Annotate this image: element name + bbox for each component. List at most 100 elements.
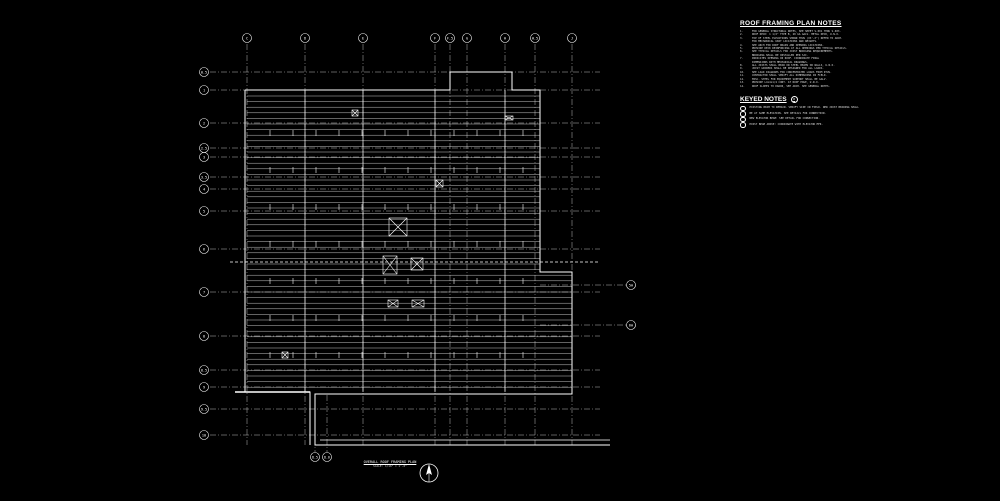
- note-number: 1.: [740, 30, 744, 33]
- grid-bubble: [199, 244, 209, 254]
- keyed-note-item: HOIST BEAM ABOVE: COORDINATE WITH ELEVAT…: [740, 122, 990, 128]
- building-outline: [235, 71, 610, 446]
- grid-lines: [210, 44, 626, 452]
- grid-bubble: [199, 118, 209, 128]
- opening-diagonal: [382, 255, 398, 275]
- note-number: 12.: [740, 77, 745, 81]
- grid-label: D.6: [324, 455, 330, 459]
- grid-bubble: [199, 67, 209, 77]
- roof-framing-notes-title: ROOF FRAMING PLAN NOTES: [740, 20, 842, 27]
- grid-label: J: [571, 37, 573, 41]
- drawing-title: OVERALL ROOF FRAMING PLAN: [363, 460, 417, 464]
- roof-opening: [351, 109, 359, 117]
- opening-diagonal: [504, 115, 514, 121]
- grid-label: 0.5: [201, 70, 207, 74]
- note-number: 4.: [740, 43, 744, 47]
- keyed-note-bullet-icon: [740, 116, 746, 123]
- note-item: DIMENSIONS WITH MECHANICAL DRAWINGS.: [740, 61, 990, 64]
- note-item: 12. MISC. STEEL FOR EQUIPMENT SUPPORT SHA…: [740, 78, 990, 81]
- note-text: SEE LOAD DIAGRAMS FOR CONCENTRATED LOADS…: [752, 70, 832, 74]
- grid-label: H.5: [532, 37, 538, 41]
- grid-label: 3.5: [201, 175, 207, 179]
- grid-bubble: [567, 33, 577, 43]
- note-number: 7.: [740, 57, 744, 61]
- grid-bubble: [199, 331, 209, 341]
- keyed-note-bullet-icon: [740, 111, 746, 117]
- note-number: 10.: [740, 70, 745, 74]
- grid-bubble: [358, 33, 368, 43]
- grid-label: E: [362, 37, 364, 41]
- notes-panel: ROOF FRAMING PLAN NOTES 1. FOR GENERAL ST…: [740, 20, 990, 128]
- grid-label: 6: [203, 247, 205, 251]
- grid-label: 3: [203, 155, 205, 159]
- roof-opening: [387, 299, 399, 308]
- grid-label: 9: [203, 385, 205, 389]
- keyed-note-text: NEW ELEVATOR BEAM: SEE DETAIL FOR CONNEC…: [749, 117, 820, 121]
- note-item: 13.PROVIDE L4x4x1/4 CONT. AT ROOF EDGE, …: [740, 81, 990, 84]
- grid-bubble: [300, 33, 310, 43]
- keyed-notes-title: KEYED NOTES #: [740, 95, 990, 103]
- note-item: 9.JOIST GIRDERS SHALL BE DESIGNED FOR AL…: [740, 67, 990, 70]
- keyed-note-item: NEW ELEVATOR BEAM: SEE DETAIL FOR CONNEC…: [740, 116, 990, 123]
- opening-diagonal: [435, 179, 444, 188]
- note-number: 13.: [740, 81, 745, 85]
- grid-bubble: [199, 430, 209, 440]
- note-item: 4.SEE ARCH FOR ROOF DRAIN AND OPENING LO…: [740, 44, 990, 47]
- grid-bubble: [199, 382, 209, 392]
- grid-bubble: [626, 320, 636, 330]
- opening-diagonal: [410, 257, 424, 271]
- note-item: 3. TOP OF STEEL ELEVATIONS SHOWN THUS (XX…: [740, 37, 990, 40]
- note-text: MISC. STEEL FOR EQUIPMENT SUPPORT SHALL …: [752, 77, 827, 81]
- opening-diagonal: [411, 299, 425, 308]
- opening-diagonal: [351, 109, 359, 117]
- grid-label: 5A: [629, 283, 634, 287]
- keyed-notes-title-text: KEYED NOTES: [740, 95, 787, 103]
- note-item: 7.INDICATES OPENING IN ROOF. COORDINATE …: [740, 57, 990, 60]
- grid-bubble: [199, 152, 209, 162]
- grid-bubble: [430, 33, 440, 43]
- roof-opening: [411, 299, 425, 308]
- note-number: 2.: [740, 33, 744, 37]
- grid-bubble: [199, 206, 209, 216]
- grid-label: 4: [203, 187, 205, 191]
- opening-diagonal: [388, 217, 408, 237]
- grid-bubble: [199, 172, 209, 182]
- note-text: DIMENSIONS WITH MECHANICAL DRAWINGS.: [752, 60, 809, 64]
- note-item: 11.CONTRACTOR SHALL VERIFY ALL DIMENSION…: [740, 74, 990, 77]
- note-text: TOP OF STEEL ELEVATIONS SHOWN THUS (XX'-…: [752, 36, 843, 40]
- grid-label: 2: [203, 121, 205, 125]
- note-text: ALL JOISTS SHALL BEAR ON STEEL BEAMS OR …: [752, 64, 835, 68]
- grid-label: 5: [203, 209, 205, 213]
- note-number: 3.: [740, 36, 744, 40]
- grid-bubble: [199, 184, 209, 194]
- note-text: FOR GENERAL STRUCTURAL NOTES, SEE SHEET …: [752, 30, 842, 33]
- keyed-note-item: EXISTING BEAM TO REMAIN. VERIFY SIZE IN …: [740, 105, 990, 112]
- note-text: ROOF DECK: 1 1/2" TYPE B, 20 GA GALV. ME…: [752, 33, 840, 37]
- opening-diagonal: [387, 299, 399, 308]
- grid-label: 6A: [629, 323, 634, 327]
- keyed-note-bullet-icon: [740, 105, 746, 112]
- keyed-note-text: HOIST BEAM ABOVE: COORDINATE WITH ELEVAT…: [749, 122, 823, 126]
- keyed-note-bullet-icon: [740, 122, 746, 128]
- grid-label: 8.5: [201, 368, 207, 372]
- roof-opening: [410, 257, 424, 271]
- note-text: CONTRACTOR SHALL VERIFY ALL DIMENSIONS I…: [752, 74, 827, 78]
- grid-label: 2.5: [201, 146, 207, 150]
- keyed-note-text: BE AT SAME ELEVATION. SEE DETAILS FOR CO…: [749, 111, 827, 115]
- note-item: 1. FOR GENERAL STRUCTURAL NOTES, SEE SHEE…: [740, 30, 990, 33]
- grid-bubble: [242, 33, 252, 43]
- keyed-note-symbol-icon: #: [790, 95, 798, 103]
- note-text: BRIDGING SHALL BE INSTALLED PER SJI.: [752, 53, 809, 57]
- grid-bubble: [530, 33, 540, 43]
- drawing-scale: SCALE: 1/16" = 1'-0": [373, 464, 407, 468]
- grid-label: H: [504, 37, 506, 41]
- opening-diagonal: [281, 351, 289, 359]
- grid-bubble: [626, 280, 636, 290]
- note-number: 9.: [740, 67, 744, 71]
- note-text: SEE TYPICAL DETAILS FOR JOIST BRIDGING R…: [752, 50, 834, 54]
- note-item: 14.ROOF SLOPES TO DRAIN, SEE ARCH. SEE G…: [740, 85, 990, 88]
- grid-label: D.5: [312, 455, 318, 459]
- grid-label: F: [434, 37, 436, 41]
